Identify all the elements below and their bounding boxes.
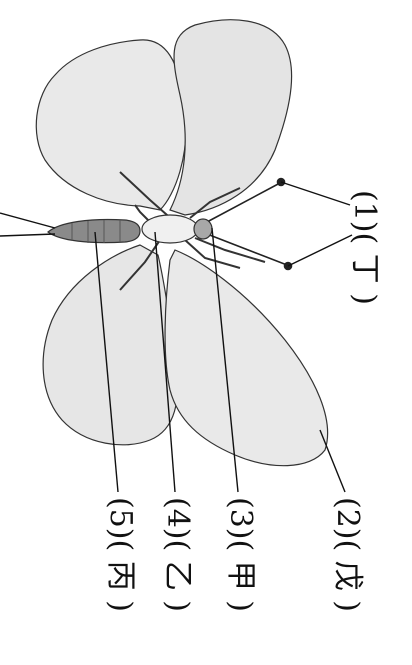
thorax [142, 215, 198, 243]
antenna-lower [207, 234, 287, 265]
label-5: (5)( 丙 ) [103, 497, 138, 612]
label-3: (3)( 甲 ) [223, 497, 258, 612]
label-4: (4)( 乙 ) [160, 497, 195, 612]
wings [36, 20, 327, 466]
head [194, 219, 212, 239]
leader-line-1a [281, 182, 350, 205]
lower-left-hindwing [43, 245, 177, 445]
label-1: (1)( 丁 ) [347, 190, 382, 305]
leader-line-left-lower [0, 234, 55, 236]
leader-line-2 [320, 430, 345, 492]
lower-right-hindwing [165, 250, 328, 466]
leader-line-left-upper [0, 213, 55, 228]
leader-line-1b [288, 235, 352, 266]
body [48, 215, 212, 243]
abdomen [48, 220, 140, 243]
upper-left-forewing [36, 40, 186, 210]
label-2: (2)( 戊 ) [330, 497, 365, 612]
